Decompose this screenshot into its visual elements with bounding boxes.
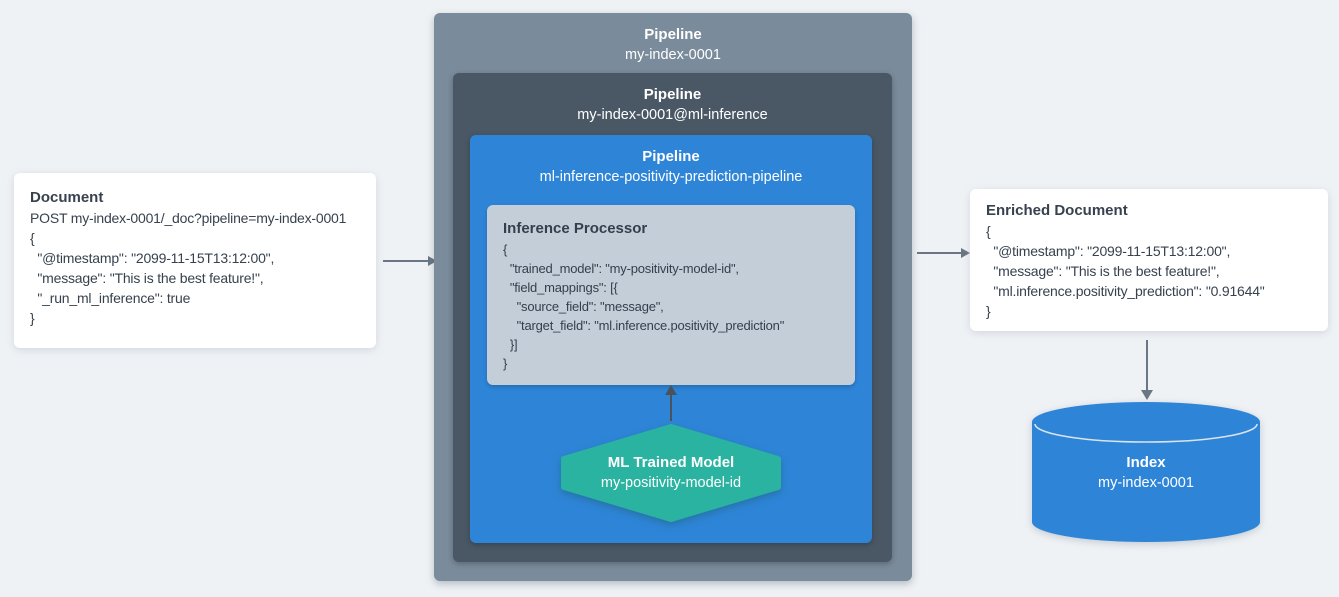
arrow-pipeline-to-enriched-icon — [917, 248, 970, 258]
pipeline-outer-title: Pipeline — [644, 26, 702, 43]
pipeline-inference-header: Pipeline ml-inference-positivity-predict… — [470, 135, 872, 187]
inference-processor-title: Inference Processor — [503, 220, 648, 237]
inference-processor-code: { "trained_model": "my-positivity-model-… — [503, 242, 785, 371]
enriched-document-card: Enriched Document { "@timestamp": "2099-… — [970, 189, 1328, 331]
index-label: Index my-index-0001 — [1032, 452, 1260, 494]
ml-trained-model-title: ML Trained Model — [607, 454, 735, 471]
enriched-document-title: Enriched Document — [986, 202, 1128, 219]
pipeline-inference-title: Pipeline — [642, 148, 700, 165]
pipeline-ml-inference-header: Pipeline my-index-0001@ml-inference — [453, 73, 892, 125]
arrow-enriched-to-index-icon — [1141, 340, 1153, 400]
ml-trained-model-label: ML Trained Model my-positivity-model-id — [560, 424, 782, 522]
ml-trained-model-name: my-positivity-model-id — [600, 475, 742, 491]
pipeline-outer-header: Pipeline my-index-0001 — [434, 13, 912, 65]
index-cylinder: Index my-index-0001 — [1032, 402, 1260, 542]
pipeline-inference-box: Pipeline ml-inference-positivity-predict… — [470, 135, 872, 543]
arrow-document-to-pipeline-icon — [383, 256, 437, 266]
pipeline-ml-inference-box: Pipeline my-index-0001@ml-inference Pipe… — [453, 73, 892, 562]
pipeline-ml-inference-name: my-index-0001@ml-inference — [577, 107, 768, 123]
inference-processor-box: Inference Processor { "trained_model": "… — [487, 205, 855, 385]
enriched-document-code: { "@timestamp": "2099-11-15T13:12:00", "… — [986, 223, 1265, 319]
pipeline-inference-name: ml-inference-positivity-prediction-pipel… — [539, 169, 803, 185]
index-title: Index — [1126, 454, 1166, 471]
pipeline-outer-box: Pipeline my-index-0001 Pipeline my-index… — [434, 13, 912, 581]
cylinder-shape-icon — [1032, 402, 1260, 542]
index-name: my-index-0001 — [1098, 475, 1194, 491]
document-card-title: Document — [30, 189, 104, 206]
pipeline-ml-inference-title: Pipeline — [643, 86, 702, 103]
pipeline-outer-name: my-index-0001 — [625, 47, 721, 63]
arrow-model-to-processor-icon — [665, 385, 677, 421]
hexagon-shape-icon — [561, 424, 781, 522]
document-card: Document POST my-index-0001/_doc?pipelin… — [14, 173, 376, 348]
ml-trained-model-hexagon: ML Trained Model my-positivity-model-id — [560, 424, 782, 522]
document-card-code: POST my-index-0001/_doc?pipeline=my-inde… — [30, 210, 347, 326]
